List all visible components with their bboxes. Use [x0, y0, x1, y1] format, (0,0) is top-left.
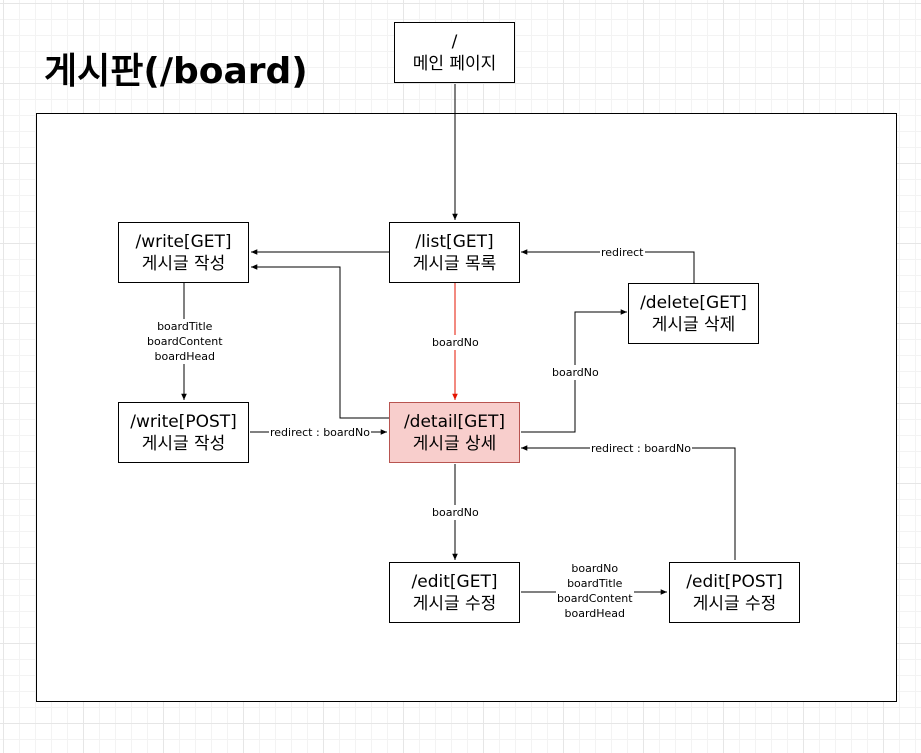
edge-label-edit-params: boardNo boardTitle boardContent boardHea…	[556, 561, 634, 621]
edge-label-write-params: boardTitle boardContent boardHead	[146, 319, 224, 364]
edge-label-edit-param: boardNo	[571, 562, 619, 575]
edge-label-write-param: boardHead	[154, 350, 216, 363]
edge-label-write-param: boardTitle	[157, 320, 213, 333]
edge-label-detail-to-edit: boardNo	[431, 505, 480, 520]
node-delete[interactable]: /delete[GET] 게시글 삭제	[628, 283, 759, 344]
node-delete-path: /delete[GET]	[640, 292, 747, 313]
node-edit-post-path: /edit[POST]	[686, 571, 783, 592]
edge-edit-post-to-detail	[521, 445, 736, 560]
node-main-page[interactable]: / 메인 페이지	[394, 22, 515, 83]
edge-label-edit-post-redirect: redirect : boardNo	[590, 441, 692, 456]
node-detail-path: /detail[GET]	[403, 411, 506, 432]
edge-label-write-post-redirect: redirect : boardNo	[269, 425, 371, 440]
node-edit-post[interactable]: /edit[POST] 게시글 수정	[669, 562, 800, 623]
node-main-page-desc: 메인 페이지	[412, 53, 497, 74]
node-delete-desc: 게시글 삭제	[651, 314, 736, 335]
node-write-post-desc: 게시글 작성	[141, 433, 226, 454]
edge-label-edit-param: boardContent	[557, 592, 633, 605]
node-detail[interactable]: /detail[GET] 게시글 상세	[389, 402, 520, 463]
edge-label-detail-to-delete: boardNo	[551, 365, 600, 380]
node-write-post[interactable]: /write[POST] 게시글 작성	[118, 402, 249, 463]
node-write-get-desc: 게시글 작성	[141, 253, 226, 274]
node-edit-get-desc: 게시글 수정	[412, 593, 497, 614]
node-write-post-path: /write[POST]	[130, 411, 237, 432]
node-write-get[interactable]: /write[GET] 게시글 작성	[118, 222, 249, 283]
node-detail-desc: 게시글 상세	[412, 433, 497, 454]
node-list-desc: 게시글 목록	[412, 253, 497, 274]
node-list[interactable]: /list[GET] 게시글 목록	[389, 222, 520, 283]
node-main-page-path: /	[451, 31, 458, 52]
edge-label-edit-param: boardHead	[564, 607, 626, 620]
node-list-path: /list[GET]	[415, 231, 494, 252]
edge-label-list-to-detail: boardNo	[431, 335, 480, 350]
page-title: 게시판(/board)	[44, 51, 308, 92]
node-edit-get-path: /edit[GET]	[411, 571, 498, 592]
node-edit-get[interactable]: /edit[GET] 게시글 수정	[389, 562, 520, 623]
edge-delete-to-list	[521, 249, 695, 283]
node-edit-post-desc: 게시글 수정	[692, 593, 777, 614]
node-write-get-path: /write[GET]	[135, 231, 232, 252]
edge-label-edit-param: boardTitle	[567, 577, 623, 590]
edge-label-write-param: boardContent	[147, 335, 223, 348]
edge-label-delete-redirect: redirect	[600, 245, 645, 260]
edge-detail-to-write	[251, 264, 389, 419]
